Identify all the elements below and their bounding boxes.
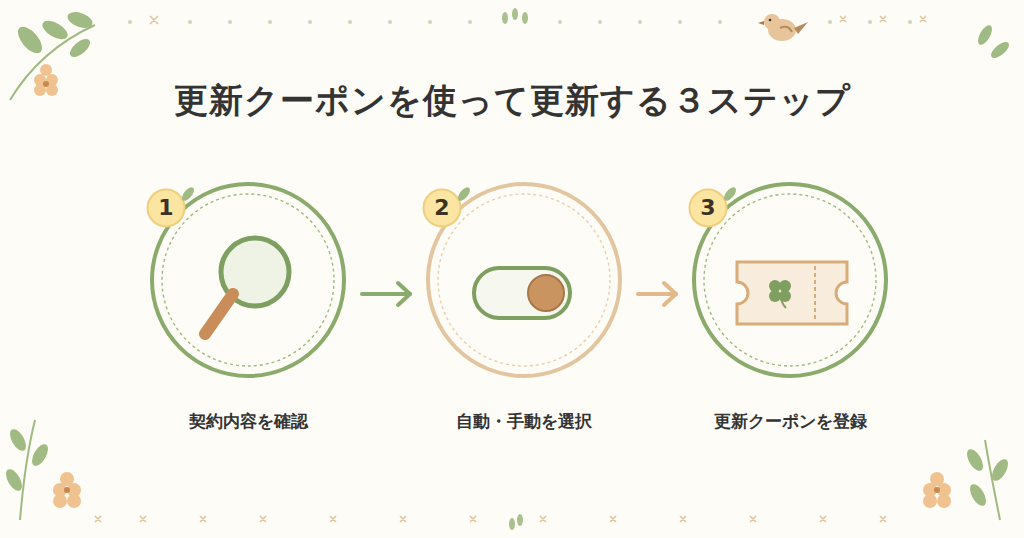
magnifier-icon	[205, 238, 289, 334]
arrow-connector	[362, 283, 410, 305]
step-number-badge: 1	[146, 188, 186, 228]
step-number: 1	[146, 188, 186, 228]
step-number: 2	[422, 188, 462, 228]
step-number-badge: 2	[422, 188, 462, 228]
step-circle: 契約内容を確認1	[150, 182, 346, 378]
arrow-connector	[638, 283, 676, 305]
step-label: 契約内容を確認	[189, 410, 308, 433]
step-label: 自動・手動を選択	[456, 410, 592, 433]
step-number: 3	[688, 188, 728, 228]
flowers	[34, 64, 951, 508]
step-label: 更新クーポンを登録	[714, 410, 867, 433]
ticket-icon	[737, 262, 847, 324]
toggle-icon	[474, 268, 570, 318]
border-dots	[128, 20, 912, 24]
step-number-badge: 3	[688, 188, 728, 228]
step-circle: 更新クーポンを登録3	[692, 182, 888, 378]
step-circle: 自動・手動を選択2	[426, 182, 622, 378]
title: 更新クーポンを使って更新する３ステップ	[0, 78, 1024, 124]
bird	[758, 14, 808, 41]
